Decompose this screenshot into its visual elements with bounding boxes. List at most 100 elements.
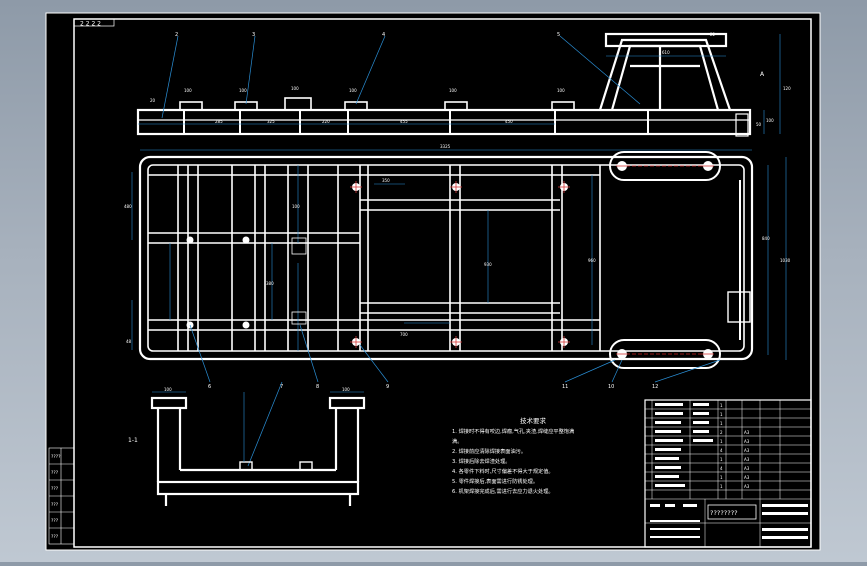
dim-label: 22 [710,32,716,37]
notes-line: 4. 各零件下料时,尺寸偏差不得大于规定值。 [452,467,554,475]
dim-label: 455 [400,119,408,124]
left-label-strip [48,447,75,545]
dim-label: 20 [150,98,156,103]
left-strip-label: ??? [51,518,59,524]
side-bracket [727,291,751,323]
left-strip-label: ??? [51,470,59,476]
bom-cell: 1 [720,412,723,417]
elevation-view: 20 100 100 100 100 100 100 285 325 220 4… [136,32,791,137]
callout-number: 5 [557,32,560,38]
inner-dim-label: 380 [266,281,274,286]
inner-dim-label: 48 [126,339,132,344]
callout-number: 3 [252,32,255,38]
bom-cell: A3 [744,475,750,480]
dim-label: 100 [349,88,357,93]
side-dim-label: 1030 [780,258,791,263]
callout-number: 11 [562,384,568,390]
plan-detail-boxes [291,237,307,325]
plan-inner-frame [147,164,745,352]
callout-number: 4 [382,32,385,38]
elevation-dimension-lines [138,34,781,134]
section-dim-label: 100 [342,387,350,392]
bom-cell: 2 [720,430,723,435]
bom-cell: A3 [744,484,750,489]
title-stamp-text: 2 2 2 2 [80,21,101,28]
dim-label: 325 [267,119,275,124]
bom-cell: A3 [744,439,750,444]
notes-line: 满。 [452,437,462,445]
bom-cell: 1 [720,457,723,462]
inner-dim-label: 700 [400,332,408,337]
title-block: 1 1 1 2 A3 1 A3 4 A3 1 A3 4 A3 1 A3 1 A3 [644,399,812,548]
dim-label: 450 [505,119,513,124]
plan-view: 3325 480 840 1030 350 930 960 380 700 48… [124,144,791,369]
left-strip-label: ???? [51,454,61,460]
dim-label: 100 [239,88,247,93]
beam-posts [183,110,649,134]
roller-centerlines [620,165,710,355]
dim-label: 220 [322,119,330,124]
notes-line: 3. 焊接后除去焊渣处理。 [452,457,510,465]
side-dim-label: 840 [762,236,770,241]
drawing-name: ???????? [710,509,738,517]
plan-outer-frame [138,155,754,361]
bolt-holes [186,161,714,359]
section-view: 100 100 1-1 [128,387,366,506]
sheet-border [73,18,812,548]
bom-cell: 1 [720,439,723,444]
title-block-marks [650,504,808,539]
bom-cell: A3 [744,430,750,435]
inner-dim-label: 930 [484,262,492,267]
notes-line: 6. 机架焊接完成后,需进行去应力退火处理。 [452,487,554,495]
tower-frame [598,32,732,111]
callout-number: 2 [175,32,178,38]
callout-number: 10 [608,384,614,390]
bom-cell: 4 [720,466,723,471]
side-dim-label: 50 [756,122,762,127]
inner-dim-label: 960 [588,258,596,263]
end-bracket [735,113,749,137]
inner-dim-label: 350 [382,178,390,183]
callout-number: 9 [386,384,389,390]
technical-notes: 技术要求 1. 焊接时不得有咬边,焊瘤,气孔,夹渣,焊缝应平整饱满 满。 2. … [452,416,574,495]
callout-number: 8 [316,384,319,390]
notes-line: 2. 焊接前应清除焊接表面油污。 [452,447,526,455]
bom-cell: A3 [744,448,750,453]
dim-label: 100 [291,86,299,91]
left-strip-label: ??? [51,486,59,492]
dim-label: 285 [215,119,223,124]
callout-number: 7 [280,384,283,390]
bom-cell: 1 [720,475,723,480]
bom-cell: A3 [744,466,750,471]
drawing-name-box [707,504,757,520]
cross-members [177,165,601,351]
notes-line: 5. 零件焊接后,表面需进行防锈处理。 [452,477,538,485]
notes-line: 1. 焊接时不得有咬边,焊瘤,气孔,夹渣,焊缝应平整饱满 [452,427,574,435]
notes-title: 技术要求 [520,416,547,425]
section-mark: A [760,71,765,78]
dim-label: 100 [449,88,457,93]
callout-number: 12 [652,384,658,390]
side-dim-label: 480 [124,204,132,209]
inner-dim-label: 100 [292,204,300,209]
dim-label: 100 [184,88,192,93]
overall-dim-label: 3325 [440,144,451,149]
bom-cell: 1 [720,421,723,426]
drawing-sheet [45,12,821,551]
section-dim-label: 100 [164,387,172,392]
bom-cell: A3 [744,457,750,462]
leader-lines [161,35,721,467]
bom-cell: 1 [720,484,723,489]
title-stamp-frame [73,18,115,27]
end-rollers [609,151,741,369]
elevation-beam [136,108,752,136]
bom-name-marks [655,403,713,487]
side-dim-label: 120 [783,86,791,91]
section-label: 1-1 [128,437,138,444]
side-dim-label: 100 [766,118,774,123]
left-strip-label: ??? [51,534,59,540]
bom-cell: 1 [720,403,723,408]
left-strip-label: ??? [51,502,59,508]
